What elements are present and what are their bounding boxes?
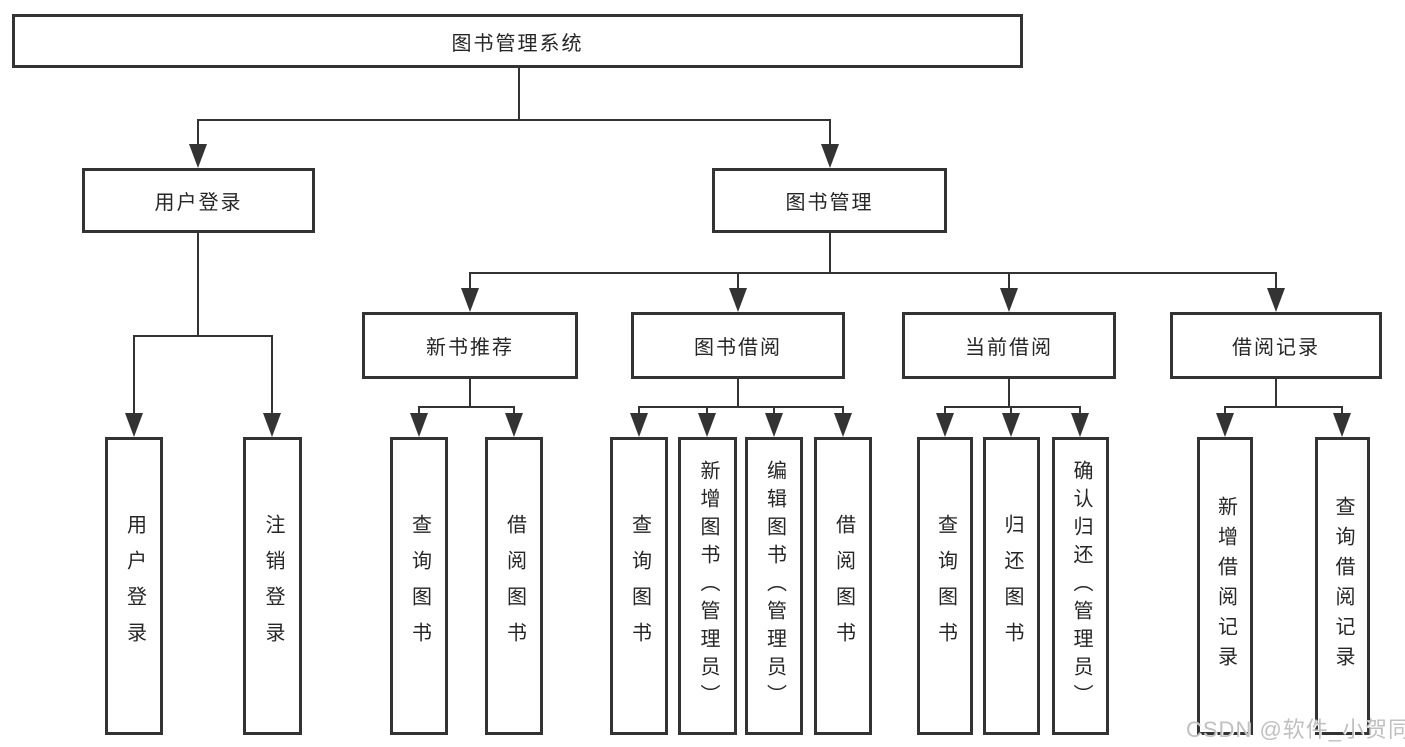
connector-line-vertical — [1275, 272, 1277, 292]
connector-line-vertical — [469, 272, 471, 292]
node-label: 查询图书 — [628, 514, 651, 658]
leaf-borrow-books-recommend: 借阅图书 — [485, 437, 543, 735]
connector-line-vertical — [737, 272, 739, 292]
connector-line-horizontal — [197, 119, 831, 121]
node-book-management: 图书管理 — [712, 168, 947, 233]
connector-line-vertical — [1224, 406, 1226, 418]
connector-line-vertical — [469, 379, 471, 407]
leaf-confirm-return-admin: 确认归还（管理员） — [1052, 437, 1109, 735]
connector-line-vertical — [1008, 272, 1010, 292]
node-label: 确认归还（管理员） — [1070, 460, 1092, 712]
connector-line-vertical — [418, 406, 420, 418]
leaf-query-books-current: 查询图书 — [917, 437, 973, 735]
arrowhead-down-icon — [1333, 413, 1351, 437]
arrowhead-down-icon — [1002, 413, 1020, 437]
leaf-query-books-recommend: 查询图书 — [390, 437, 448, 735]
connector-line-vertical — [842, 406, 844, 418]
connector-line-vertical — [518, 66, 520, 120]
csdn-watermark: CSDN @软件_小贺同学 — [1186, 717, 1405, 742]
connector-line-vertical — [944, 406, 946, 418]
connector-line-vertical — [197, 233, 199, 337]
arrowhead-down-icon — [410, 413, 428, 437]
connector-line-vertical — [513, 406, 515, 418]
leaf-query-borrow-record: 查询借阅记录 — [1315, 437, 1370, 735]
node-label: 查询借阅记录 — [1332, 496, 1354, 676]
arrowhead-down-icon — [765, 413, 783, 437]
connector-line-vertical — [737, 379, 739, 407]
node-label: 查询图书 — [408, 514, 431, 658]
connector-line-vertical — [1008, 379, 1010, 407]
connector-line-vertical — [197, 119, 199, 149]
node-label: 借阅图书 — [503, 514, 526, 658]
node-current-borrow: 当前借阅 — [902, 312, 1116, 379]
connector-line-horizontal — [133, 335, 273, 337]
node-new-book-recommend: 新书推荐 — [362, 312, 578, 379]
arrowhead-down-icon — [834, 413, 852, 437]
arrowhead-down-icon — [729, 288, 747, 312]
connector-line-vertical — [1079, 406, 1081, 418]
connector-line-horizontal — [638, 406, 844, 408]
arrowhead-down-icon — [630, 413, 648, 437]
connector-line-vertical — [271, 335, 273, 417]
leaf-edit-books-admin: 编辑图书（管理员） — [745, 437, 803, 735]
node-label: 借阅图书 — [832, 514, 855, 658]
node-book-borrow: 图书借阅 — [631, 312, 845, 379]
node-label: 查询图书 — [934, 514, 957, 658]
node-root: 图书管理系统 — [12, 14, 1023, 68]
arrowhead-down-icon — [263, 413, 281, 437]
leaf-add-borrow-record: 新增借阅记录 — [1197, 437, 1253, 735]
node-label: 归还图书 — [1001, 514, 1023, 658]
arrowhead-down-icon — [1000, 288, 1018, 312]
connector-line-vertical — [1275, 379, 1277, 407]
arrowhead-down-icon — [1071, 413, 1089, 437]
arrowhead-down-icon — [936, 413, 954, 437]
connector-line-vertical — [829, 233, 831, 273]
arrowhead-down-icon — [1216, 413, 1234, 437]
leaf-add-books-admin: 新增图书（管理员） — [678, 437, 737, 735]
arrowhead-down-icon — [461, 288, 479, 312]
node-label: 编辑图书（管理员） — [763, 460, 786, 712]
leaf-user-login: 用户登录 — [105, 437, 163, 735]
leaf-query-books: 查询图书 — [610, 437, 668, 735]
connector-line-horizontal — [1224, 406, 1343, 408]
connector-line-vertical — [1341, 406, 1343, 418]
connector-line-vertical — [133, 335, 135, 417]
node-label: 新增图书（管理员） — [697, 460, 719, 712]
connector-line-horizontal — [469, 272, 1277, 274]
connector-line-vertical — [1010, 406, 1012, 418]
node-label: 用户登录 — [123, 514, 146, 658]
connector-line-vertical — [773, 406, 775, 418]
connector-line-horizontal — [418, 406, 515, 408]
arrowhead-down-icon — [125, 413, 143, 437]
node-user-login: 用户登录 — [82, 168, 315, 233]
leaf-borrow-books: 借阅图书 — [814, 437, 872, 735]
connector-line-vertical — [638, 406, 640, 418]
arrowhead-down-icon — [1267, 288, 1285, 312]
connector-line-vertical — [706, 406, 708, 418]
node-label: 新增借阅记录 — [1214, 496, 1237, 676]
arrowhead-down-icon — [821, 144, 839, 168]
arrowhead-down-icon — [189, 144, 207, 168]
connector-line-horizontal — [944, 406, 1081, 408]
leaf-return-books: 归还图书 — [983, 437, 1040, 735]
connector-line-vertical — [829, 119, 831, 149]
arrowhead-down-icon — [505, 413, 523, 437]
node-borrow-records: 借阅记录 — [1170, 312, 1382, 379]
leaf-logout: 注销登录 — [243, 437, 302, 735]
arrowhead-down-icon — [698, 413, 716, 437]
node-label: 注销登录 — [262, 514, 284, 658]
